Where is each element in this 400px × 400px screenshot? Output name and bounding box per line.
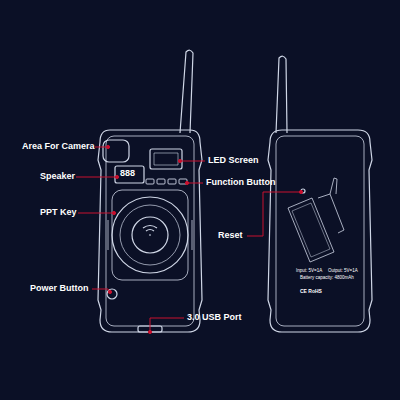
led-screen-inner xyxy=(154,153,178,165)
reset-label: Reset xyxy=(218,230,243,241)
wireless-pad xyxy=(112,197,188,273)
spec-text: Output: 5V=1A xyxy=(328,268,358,273)
function-buttons xyxy=(146,179,187,184)
wireless-pad-center xyxy=(132,217,168,253)
back-case-inner xyxy=(276,136,364,326)
inserted-phone-drawing xyxy=(288,178,344,262)
spec-text: Input: 5V=1A xyxy=(296,268,322,273)
antenna xyxy=(180,50,193,133)
front-case-inner xyxy=(106,136,194,326)
certification-mark: CE RoHS xyxy=(300,288,322,294)
function-button-label: Function Button xyxy=(206,177,275,188)
ppt-key-frame xyxy=(112,190,188,280)
led-screen-label: LED Screen xyxy=(208,155,259,166)
speaker-grille xyxy=(115,166,144,183)
power-button-label: Power Button xyxy=(30,283,89,294)
camera-label: Area For Camera xyxy=(22,141,95,152)
front-case-outline xyxy=(98,130,202,332)
side-grips xyxy=(108,220,192,250)
spec-text: Battery capacity: 4800mAh xyxy=(300,275,354,280)
led-digits: 888 xyxy=(120,168,135,179)
speaker-label: Speaker xyxy=(40,171,75,182)
back-case-outline xyxy=(268,130,372,332)
usb-port-label: 3.0 USB Port xyxy=(187,312,242,323)
wireless-pad-ring xyxy=(120,205,180,265)
ppt-key-label: PPT Key xyxy=(40,207,77,218)
wireless-icon xyxy=(143,226,157,236)
leader-lines xyxy=(76,145,303,333)
antenna xyxy=(276,56,287,133)
led-screen xyxy=(150,149,182,169)
camera-area xyxy=(103,140,129,162)
